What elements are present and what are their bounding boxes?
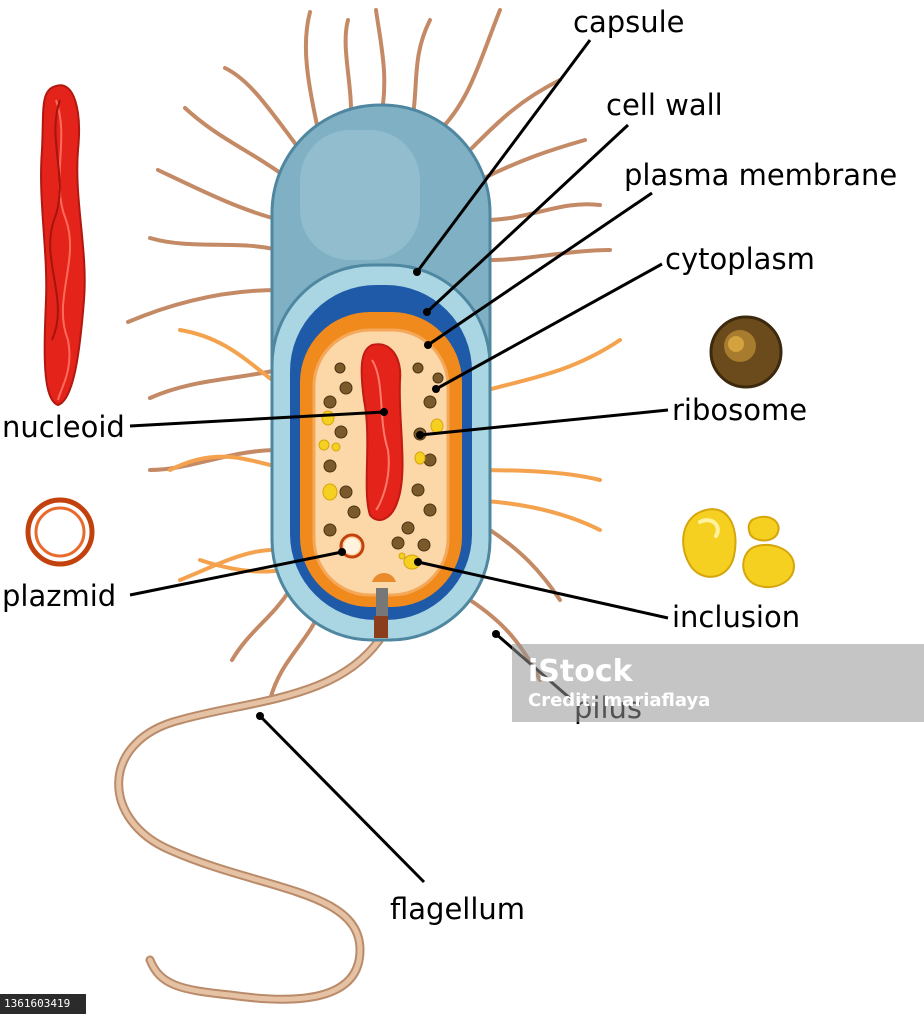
label-cytoplasm: cytoplasm [665, 242, 815, 276]
plasmid-detail [25, 497, 95, 567]
label-plazmid: plazmid [2, 579, 117, 613]
stock-id: 1361603419 [0, 994, 86, 1014]
watermark-logo: iStock [528, 654, 633, 689]
label-capsule: capsule [573, 5, 685, 39]
label-cell-wall: cell wall [606, 88, 723, 122]
leader-lines [129, 39, 669, 884]
nucleoid-shape [360, 343, 404, 521]
ribosome-detail [709, 315, 783, 389]
label-ribosome: ribosome [672, 393, 808, 427]
inclusions [318, 410, 444, 570]
label-inclusion: inclusion [672, 600, 801, 634]
watermark-credit: Credit: mariaflaya [528, 690, 711, 711]
flagellum-shape [114, 631, 387, 1004]
label-plasma-membrane: plasma membrane [624, 158, 898, 192]
watermark-banner: iStock Credit: mariaflaya [512, 644, 924, 722]
label-nucleoid: nucleoid [2, 410, 125, 444]
label-flagellum: flagellum [390, 892, 526, 926]
ribosomes [323, 362, 444, 552]
plasmid-in-cell [339, 533, 365, 559]
nucleoid-detail [40, 84, 86, 407]
inclusion-detail [682, 508, 796, 589]
